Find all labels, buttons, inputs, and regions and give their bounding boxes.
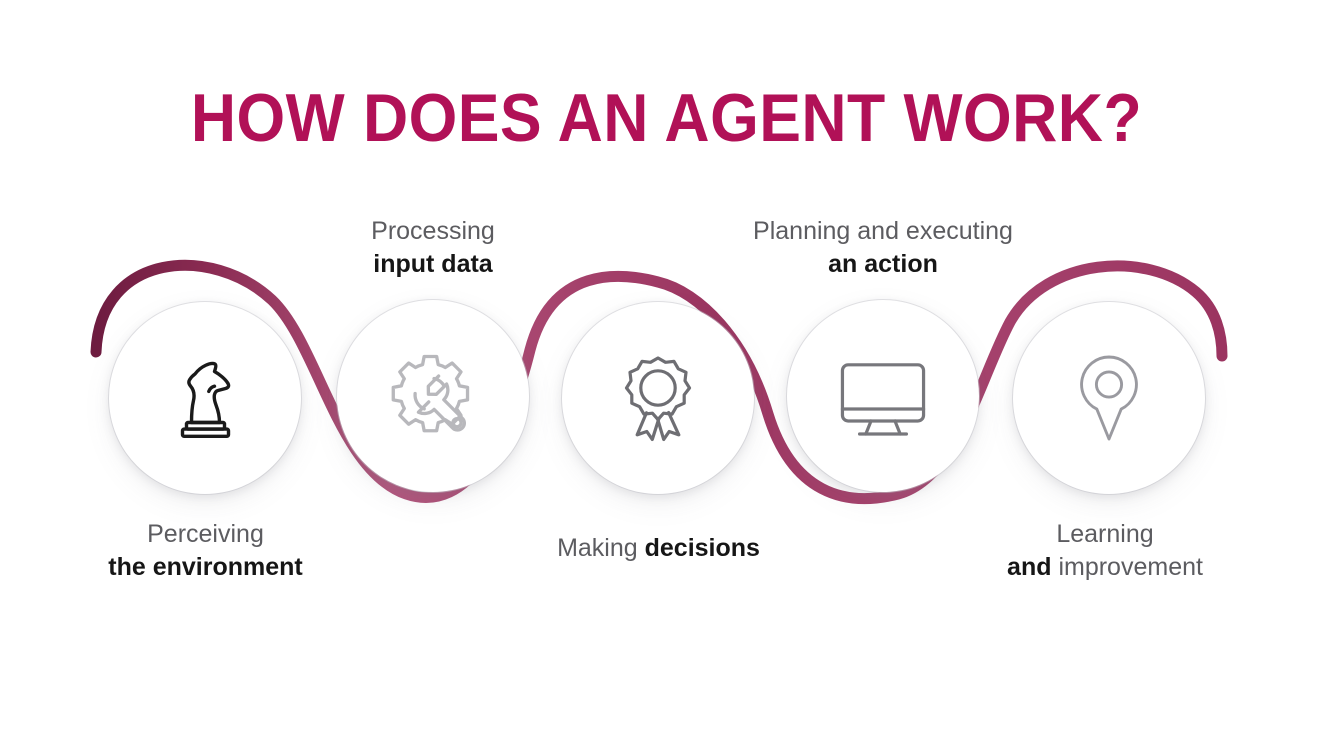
award-ribbon-icon: [604, 344, 712, 452]
step-caption-3-light: Making: [557, 534, 638, 562]
step-caption-3-line1: Making decisions: [492, 532, 825, 565]
step-node-5[interactable]: [1013, 302, 1205, 494]
step-caption-2-line1: Processing: [371, 217, 495, 245]
step-circle-3: [562, 302, 754, 494]
map-pin-icon: [1055, 344, 1163, 452]
step-node-1[interactable]: [109, 302, 301, 494]
step-caption-4-line1: Planning and executing: [753, 217, 1013, 245]
step-circle-1: [109, 302, 301, 494]
step-caption-5-light: improvement: [1058, 553, 1203, 581]
step-caption-1-line2: the environment: [108, 553, 303, 581]
step-caption-2: Processing input data: [300, 215, 566, 281]
step-caption-5-line1: Learning: [1056, 520, 1154, 548]
desktop-monitor-icon: [829, 342, 937, 450]
step-circle-4: [787, 300, 979, 492]
step-caption-3-bold: decisions: [644, 534, 760, 562]
step-caption-4-line2: an action: [828, 250, 938, 278]
step-caption-5: Learning and improvement: [955, 518, 1255, 584]
step-caption-5-line2: and improvement: [955, 551, 1255, 584]
step-node-3[interactable]: [562, 302, 754, 494]
step-caption-1-line1: Perceiving: [147, 520, 264, 548]
step-caption-4: Planning and executing an action: [683, 215, 1083, 281]
step-node-2[interactable]: [337, 300, 529, 492]
step-circle-2: [337, 300, 529, 492]
step-caption-1: Perceiving the environment: [43, 518, 368, 584]
step-caption-5-bold: and: [1007, 553, 1052, 581]
step-node-4[interactable]: [787, 300, 979, 492]
step-caption-3: Making decisions: [492, 532, 825, 565]
step-caption-2-line2: input data: [373, 250, 493, 278]
page-title: HOW DOES AN AGENT WORK?: [190, 80, 1143, 156]
chess-knight-icon: [151, 344, 259, 452]
gear-wrench-icon: [379, 342, 487, 450]
